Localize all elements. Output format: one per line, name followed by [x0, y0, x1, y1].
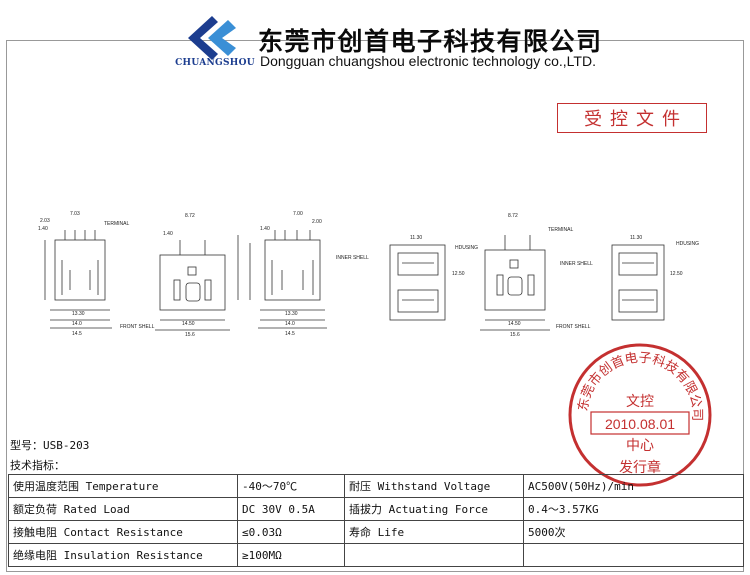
dim-label: 1.40: [38, 226, 48, 232]
dim-label: 2.03: [40, 218, 50, 224]
connector-drawings: 7.03 2.03 1.40 13.30 14.0 14.5 TERMINAL …: [38, 211, 699, 338]
drawing-front-view-4: 11.30 12.50 INNER SHELL HDUSING: [336, 235, 478, 321]
table-row: 绝缘电阻 Insulation Resistance ≥100MΩ: [8, 543, 744, 567]
table-cell: 耐压 Withstand Voltage: [344, 474, 524, 498]
seal-date: 2010.08.01: [605, 416, 675, 432]
table-cell: 使用温度范围 Temperature: [8, 474, 238, 498]
dim-label: 8.72: [508, 213, 518, 219]
spec-table: 使用温度范围 Temperature -40～70℃ 耐压 Withstand …: [8, 474, 744, 567]
dim-label: 2.00: [312, 219, 322, 225]
callout-label: INNER SHELL: [336, 255, 369, 261]
callout-label: TERMINAL: [104, 221, 130, 227]
controlled-document-stamp: 受控文件: [557, 103, 707, 133]
drawing-front-view-2: 8.72 1.40 14.50 15.6: [155, 213, 230, 338]
callout-label: HDUSING: [455, 245, 478, 251]
callout-label: TERMINAL: [548, 227, 574, 233]
model-number: 型号：USB-203: [10, 439, 90, 452]
dim-label: 15.6: [185, 332, 195, 338]
table-cell: ≤0.03Ω: [237, 520, 345, 544]
table-cell: [523, 543, 744, 567]
table-cell: 插拔力 Actuating Force: [344, 497, 524, 521]
table-row: 额定负荷 Rated Load DC 30V 0.5A 插拔力 Actuatin…: [8, 497, 744, 521]
dim-label: 7.00: [293, 211, 303, 217]
table-cell: AC500V(50Hz)/min: [523, 474, 744, 498]
drawing-front-view-5: 8.72 14.50 15.6 TERMINAL FRONT SHELL: [480, 213, 591, 338]
drawing-side-view-1: 7.03 2.03 1.40 13.30 14.0 14.5 TERMINAL …: [38, 211, 155, 337]
table-cell: 额定负荷 Rated Load: [8, 497, 238, 521]
callout-label: FRONT SHELL: [556, 324, 591, 330]
dim-label: 14.5: [72, 331, 82, 337]
callout-label: HDUSING: [676, 241, 699, 247]
company-seal: 东莞市创首电子科技有限公司 文控 2010.08.01 中心 发行章: [568, 343, 712, 487]
seal-bottom: 发行章: [619, 459, 661, 475]
table-cell: ≥100MΩ: [237, 543, 345, 567]
dim-label: 15.6: [510, 332, 520, 338]
dim-label: 11.30: [630, 235, 642, 241]
spec-title: 技术指标：: [10, 459, 65, 472]
table-cell: [344, 543, 524, 567]
table-cell: DC 30V 0.5A: [237, 497, 345, 521]
dim-label: 14.0: [285, 321, 295, 327]
table-cell: 寿命 Life: [344, 520, 524, 544]
controlled-document-label: 受控文件: [584, 109, 688, 130]
callout-label: INNER SHELL: [560, 261, 593, 267]
company-name-en: Dongguan chuangshou electronic technolog…: [260, 53, 596, 69]
dim-label: 14.50: [508, 321, 521, 327]
company-name-cn: 东莞市创首电子科技有限公司: [258, 27, 603, 56]
dim-label: 13.30: [285, 311, 298, 317]
table-cell: 0.4～3.57KG: [523, 497, 744, 521]
dim-label: 1.40: [260, 226, 270, 232]
drawing-front-view-6: 11.30 12.50 INNER SHELL HDUSING: [560, 235, 699, 321]
dim-label: 1.40: [163, 231, 173, 237]
dim-label: 14.0: [72, 321, 82, 327]
brand-name: CHUANGSHOU: [175, 58, 255, 68]
dim-label: 7.03: [70, 211, 80, 217]
seal-center: 中心: [626, 437, 654, 453]
dim-label: 13.30: [72, 311, 85, 317]
table-cell: 接触电阻 Contact Resistance: [8, 520, 238, 544]
drawing-side-view-3: 7.00 2.00 1.40 13.30 14.0 14.5: [237, 211, 327, 337]
document-frame: [6, 40, 744, 572]
dim-label: 14.5: [285, 331, 295, 337]
company-logo-icon: [188, 16, 236, 60]
table-cell: -40～70℃: [237, 474, 345, 498]
dim-label: 11.30: [410, 235, 422, 241]
dim-label: 12.50: [670, 271, 683, 277]
table-row: 使用温度范围 Temperature -40～70℃ 耐压 Withstand …: [8, 474, 744, 498]
table-row: 接触电阻 Contact Resistance ≤0.03Ω 寿命 Life 5…: [8, 520, 744, 544]
table-cell: 5000次: [523, 520, 744, 544]
callout-label: FRONT SHELL: [120, 324, 155, 330]
table-cell: 绝缘电阻 Insulation Resistance: [8, 543, 238, 567]
dim-label: 12.50: [452, 271, 465, 277]
dim-label: 14.50: [182, 321, 195, 327]
dim-label: 8.72: [185, 213, 195, 219]
seal-department: 文控: [626, 393, 654, 409]
